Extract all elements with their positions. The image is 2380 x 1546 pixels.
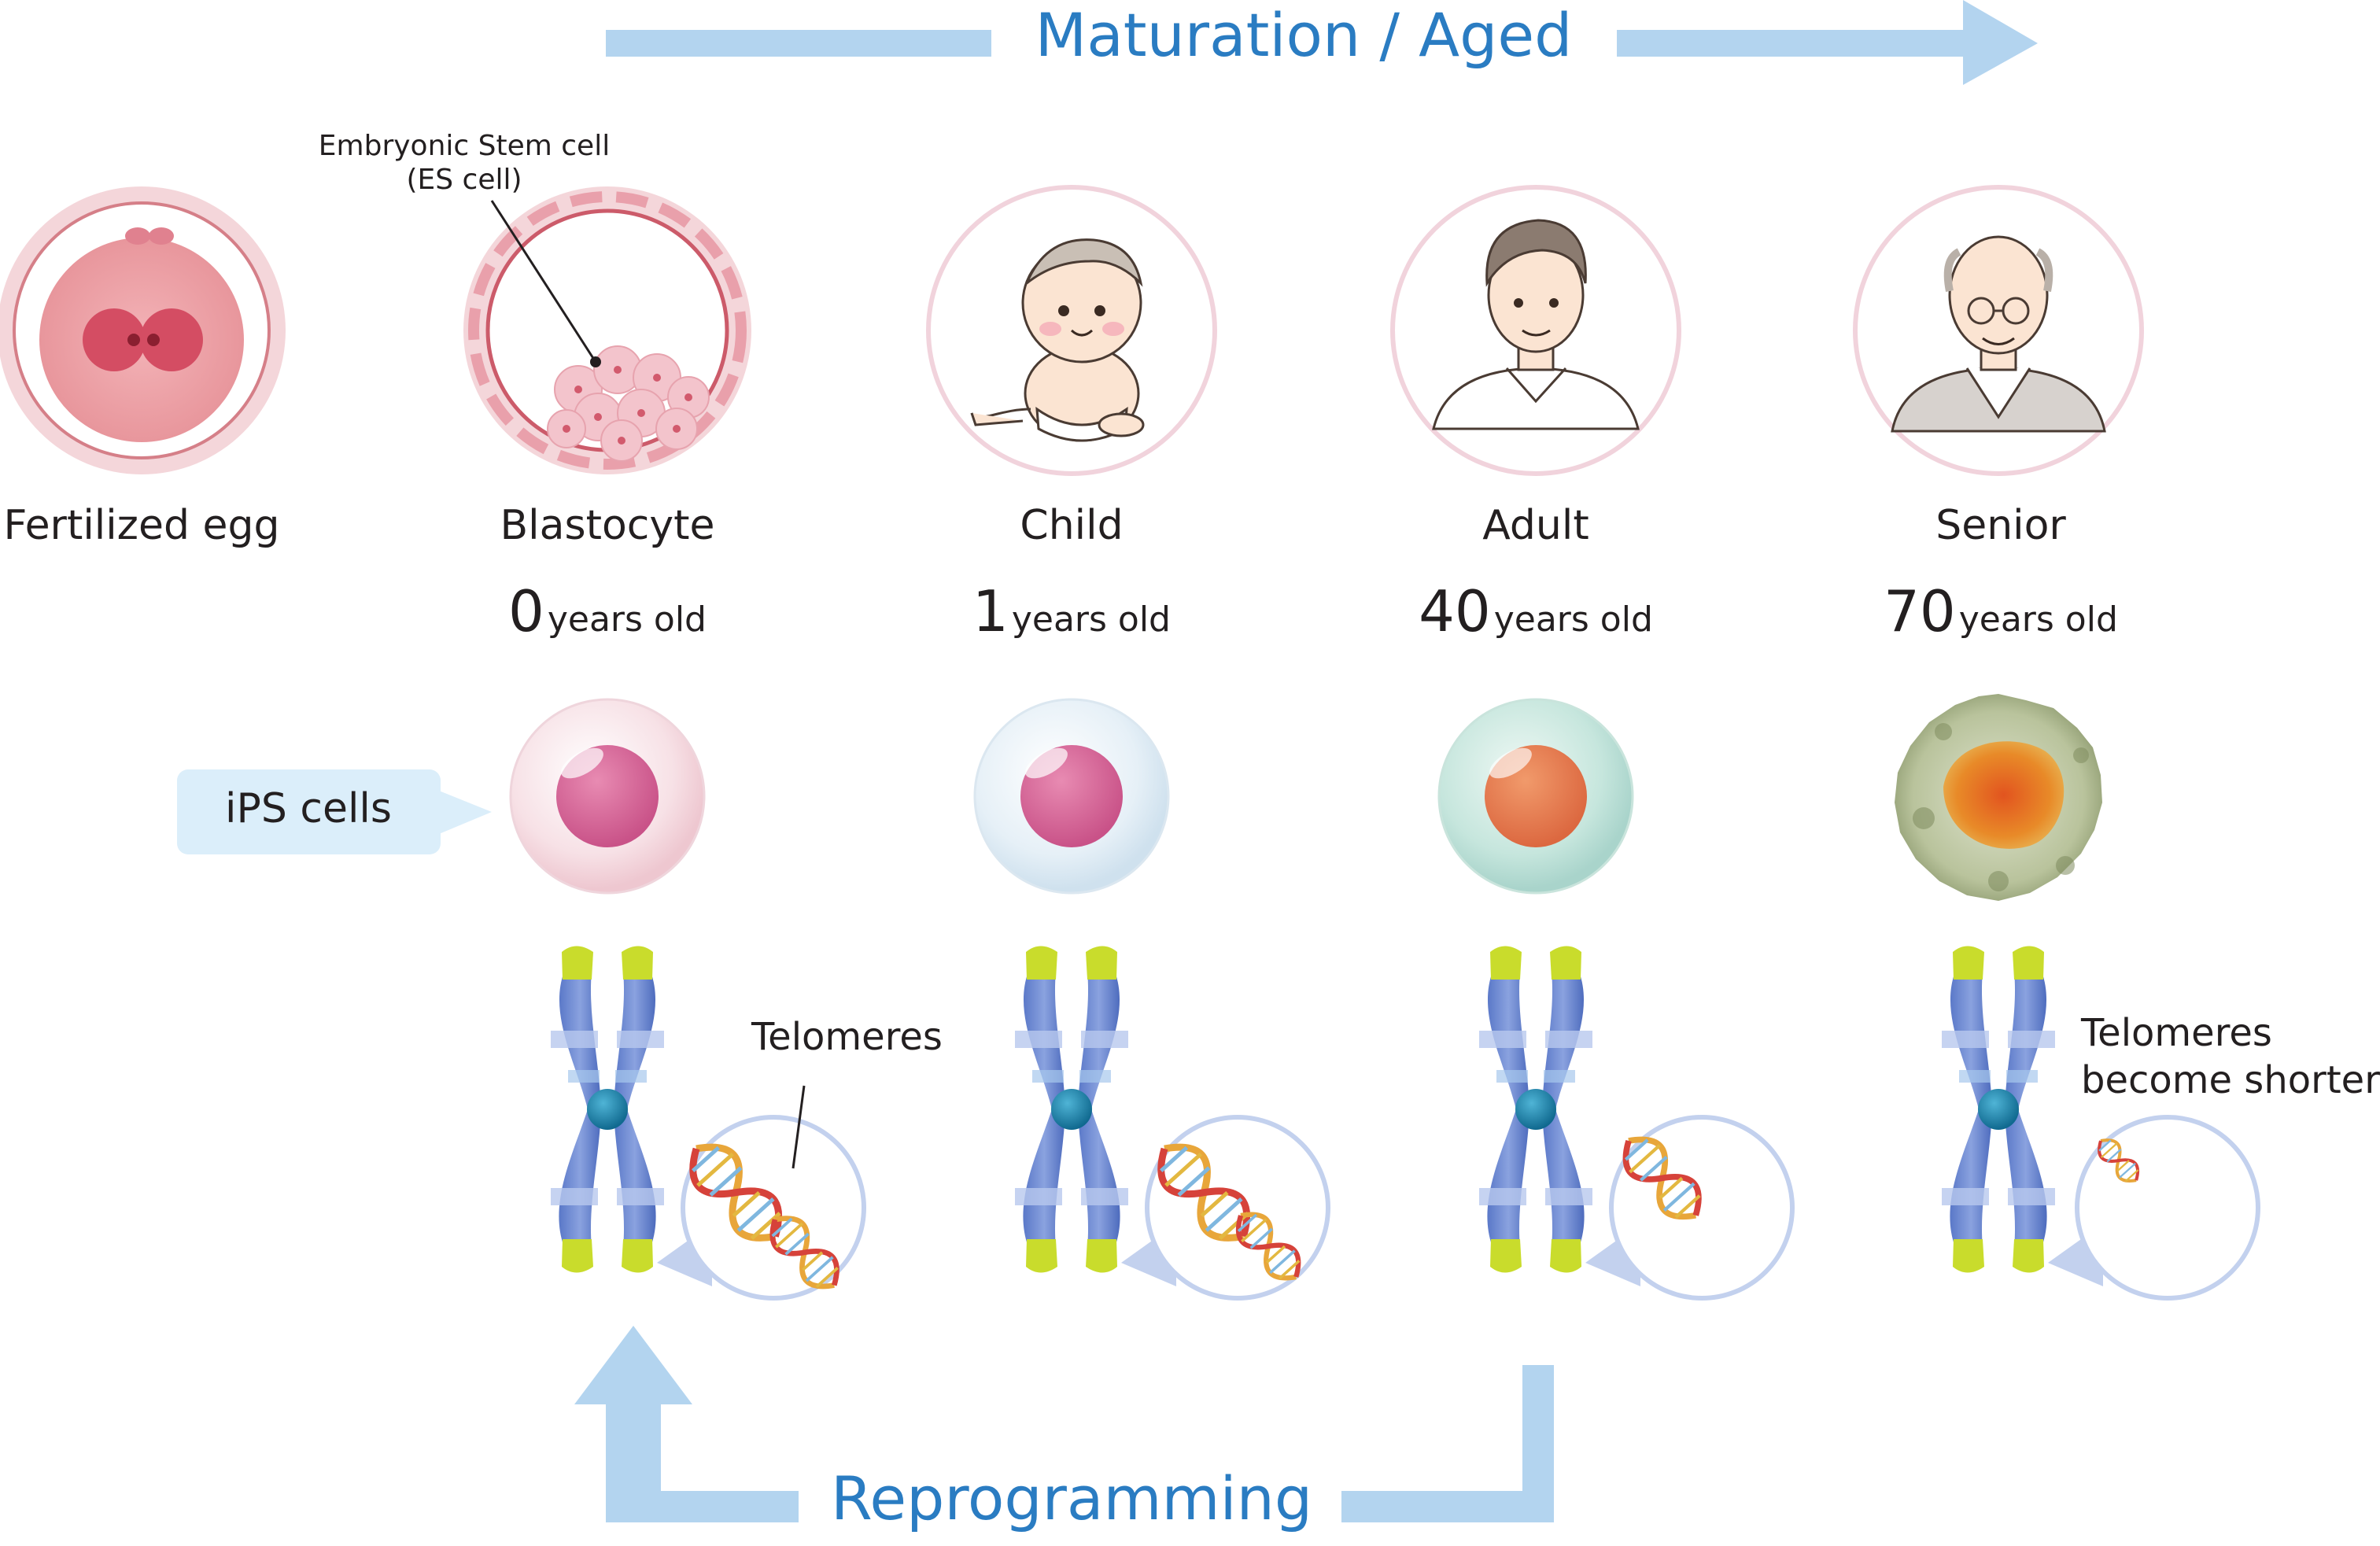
blastocyte-illustration <box>463 186 751 474</box>
chromosome-blastocyte <box>551 946 664 1273</box>
telomeres-label: Telomeres <box>751 1015 943 1059</box>
cell-child <box>973 698 1170 895</box>
es-cell-label-line2: (ES cell) <box>406 164 522 196</box>
senior-illustration <box>1853 185 2144 476</box>
stage-label-adult: Adult <box>1482 502 1589 549</box>
age-blastocyte: 0years old <box>508 578 707 644</box>
reprogramming-arrow <box>574 1326 1554 1522</box>
stage-label-child: Child <box>1020 502 1124 549</box>
child-illustration <box>926 185 1217 476</box>
age-number: 0 <box>508 578 544 644</box>
chromosome-adult <box>1479 946 1592 1273</box>
maturation-title: Maturation / Aged <box>1035 0 1573 70</box>
telomere-zoom-senior <box>2048 1115 2260 1301</box>
age-child: 1years old <box>972 578 1171 644</box>
adult-illustration <box>1390 185 1681 476</box>
cell-adult <box>1437 698 1634 895</box>
telomere-zoom-adult <box>1585 1115 1795 1301</box>
age-number: 70 <box>1884 578 1956 644</box>
maturation-arrow <box>606 0 2038 85</box>
ips-cell-blastocyte <box>509 698 706 895</box>
age-unit: years old <box>1011 600 1171 640</box>
telomeres-shorter-line1: Telomeres <box>2081 1011 2272 1055</box>
age-number: 1 <box>972 578 1009 644</box>
age-senior: 70years old <box>1884 578 2118 644</box>
telomere-zoom-blastocyte <box>657 1085 866 1301</box>
reprogramming-title: Reprogramming <box>830 1463 1313 1533</box>
age-adult: 40years old <box>1419 578 1653 644</box>
stage-label-blastocyte: Blastocyte <box>500 502 715 549</box>
telomere-zoom-child <box>1121 1115 1330 1301</box>
age-unit: years old <box>1958 600 2118 640</box>
fertilized-egg-illustration <box>0 186 286 474</box>
chromosome-child <box>1015 946 1128 1273</box>
telomeres-shorter-line2: become shorter <box>2081 1058 2380 1102</box>
stage-label-senior: Senior <box>1935 502 2066 549</box>
ips-callout <box>177 769 492 854</box>
ips-cells-label: iPS cells <box>225 785 392 832</box>
age-number: 40 <box>1419 578 1491 644</box>
age-unit: years old <box>1493 600 1653 640</box>
stage-label-fertilized-egg: Fertilized egg <box>3 502 280 549</box>
age-unit: years old <box>547 600 707 640</box>
es-cell-label-line1: Embryonic Stem cell <box>318 130 611 162</box>
chromosome-senior <box>1942 946 2055 1273</box>
cell-senior <box>1895 694 2102 901</box>
